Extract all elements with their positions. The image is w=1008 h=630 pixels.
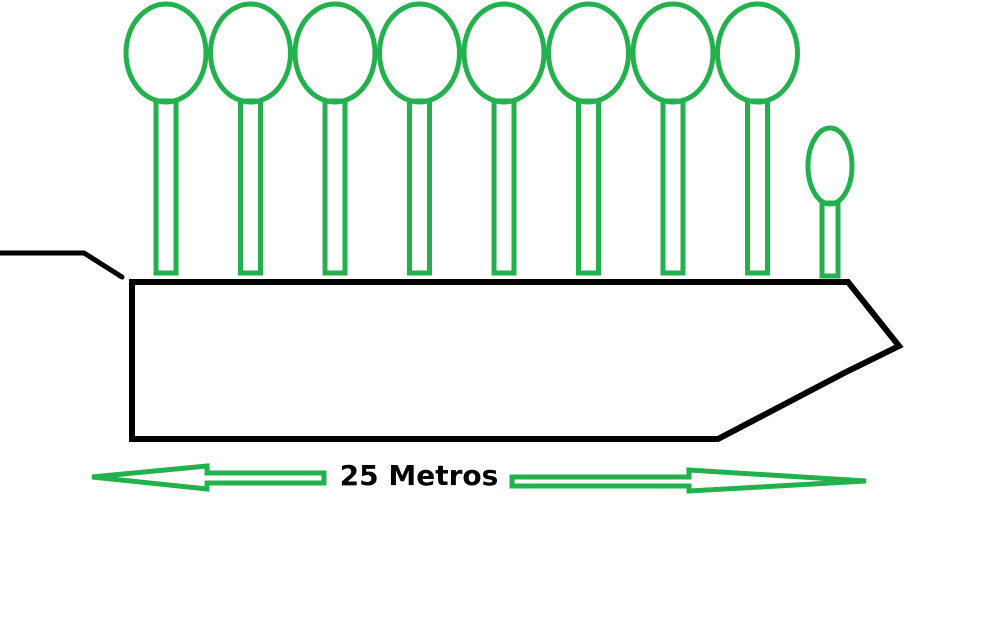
- tree-row: [123, 1, 855, 279]
- tree-trunk: [745, 98, 770, 276]
- tree: [208, 1, 293, 276]
- tree-crown: [546, 1, 631, 105]
- tree: [715, 1, 800, 276]
- tree-trunk: [153, 98, 179, 276]
- tree: [123, 1, 209, 276]
- tree-crown: [208, 1, 293, 105]
- ground-line-left: [0, 250, 125, 280]
- tree-crown: [123, 1, 209, 105]
- tree: [630, 1, 716, 276]
- tree-trunk: [322, 98, 348, 276]
- tree-crown: [461, 1, 547, 105]
- tree-trunk: [576, 98, 601, 276]
- tree-crown: [805, 125, 855, 207]
- tree-crown: [630, 1, 716, 105]
- dimension-label: 25 Metros: [330, 456, 508, 496]
- tree: [546, 1, 631, 276]
- tree-trunk: [238, 98, 263, 276]
- platform-outline: [129, 279, 904, 442]
- arrow-left: [91, 463, 327, 492]
- tree-trunk: [819, 200, 841, 279]
- tree-crown: [715, 1, 800, 105]
- arrow-right: [509, 467, 867, 494]
- tree-crown: [377, 1, 462, 105]
- tree: [377, 1, 462, 276]
- tree: [292, 1, 378, 276]
- tree-trunk: [407, 98, 432, 276]
- tree-crown: [292, 1, 378, 105]
- tree-trunk: [660, 98, 686, 276]
- tree-trunk: [491, 98, 517, 276]
- tree: [461, 1, 547, 276]
- small-tree: [805, 125, 855, 279]
